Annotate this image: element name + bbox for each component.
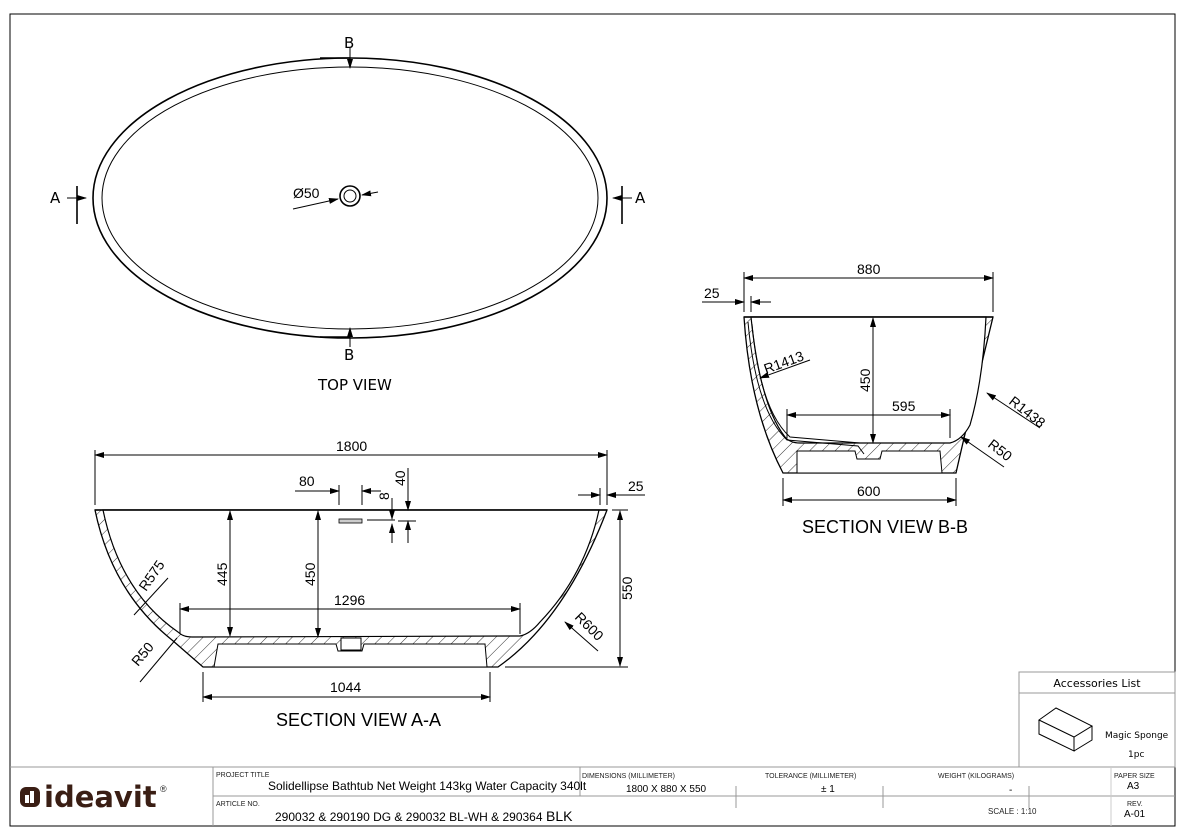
tolerance-label-text: TOLERANCE (MILLIMETER) [765, 773, 856, 780]
dim-width: 880 [857, 261, 881, 277]
tolerance-value: ± 1 [821, 784, 835, 795]
dim-depth-b: 450 [857, 368, 873, 392]
dim-r-corner-b: R50 [985, 436, 1015, 465]
section-b-label-bottom: B [344, 346, 354, 364]
ideavit-logo: ideavit ® [20, 780, 167, 814]
section-view-b-b: 880 25 450 595 600 R1413 R1438 R50 SECTI… [702, 261, 1049, 537]
top-view: Ø50 B B A A TOP VIEW [50, 34, 646, 394]
tub-inner-rim [101, 66, 599, 330]
section-a-label-right: A [635, 189, 646, 207]
drain-inner [343, 189, 357, 203]
paper-size: A3 [1127, 781, 1140, 792]
article-suffix: BLK [546, 808, 573, 824]
section-view-a-a: 1800 25 80 8 40 445 450 550 1296 1 [94, 438, 645, 730]
dim-r-outer-a: R600 [572, 609, 607, 644]
rev-label-text: REV. [1127, 801, 1143, 808]
article-label-text: ARTICLE NO. [216, 801, 260, 808]
dim-r-outer-b: R1438 [1006, 393, 1049, 431]
dim-r-corner-a: R50 [128, 639, 157, 669]
weight-value: - [1009, 785, 1012, 796]
dimensions-value: 1800 X 880 X 550 [626, 784, 707, 795]
drain-outer [339, 185, 361, 207]
dim-wall-b: 25 [704, 285, 720, 301]
dim-floor-width-b: 595 [892, 398, 916, 414]
dim-floor-width: 1296 [334, 592, 365, 608]
section-b-b-title: SECTION VIEW B-B [802, 517, 968, 537]
top-view-title: TOP VIEW [317, 376, 392, 394]
brand-name: ideavit [44, 780, 157, 814]
dim-slot-width: 80 [299, 473, 315, 489]
weight-label-text: WEIGHT (KILOGRAMS) [938, 773, 1014, 780]
section-a-label-left: A [50, 189, 61, 207]
section-a-a-title: SECTION VIEW A-A [276, 710, 441, 730]
accessories-list: Accessories List Magic Sponge 1pc [1018, 671, 1176, 768]
dim-length: 1800 [336, 438, 367, 454]
dim-depth-450: 450 [302, 562, 318, 586]
dim-slot-height: 8 [376, 492, 392, 500]
scale-value: SCALE : 1:10 [988, 807, 1037, 816]
project-title: Solidellipse Bathtub Net Weight 143kg Wa… [268, 779, 587, 793]
section-b-label-top: B [344, 34, 354, 52]
dim-wall-a: 25 [628, 478, 644, 494]
registered-text: ® [160, 784, 167, 794]
drawing-frame [9, 13, 1176, 827]
dim-base-width-b: 600 [857, 483, 881, 499]
project-title-label-text: PROJECT TITLE [216, 772, 270, 779]
sponge-icon [1038, 707, 1094, 752]
dim-slot-depth: 40 [392, 470, 408, 486]
revision: A-01 [1124, 809, 1146, 820]
dim-depth-445: 445 [214, 562, 230, 586]
paper-size-label-text: PAPER SIZE [1114, 773, 1155, 780]
tub-outer-rim [92, 57, 608, 339]
dim-height: 550 [619, 576, 635, 600]
accessories-title: Accessories List [1053, 677, 1141, 690]
drain-diameter-label: Ø50 [293, 185, 320, 201]
title-block: ideavit ® PROJECT TITLE Solidellipse Bat… [10, 766, 1175, 826]
article-number: 290032 & 290190 DG & 290032 BL-WH & 2903… [275, 810, 543, 824]
dim-base-width: 1044 [330, 679, 361, 695]
dimensions-label-text: DIMENSIONS (MILLIMETER) [582, 773, 675, 780]
accessory-qty: 1pc [1128, 750, 1144, 760]
accessory-item: Magic Sponge [1105, 731, 1169, 741]
